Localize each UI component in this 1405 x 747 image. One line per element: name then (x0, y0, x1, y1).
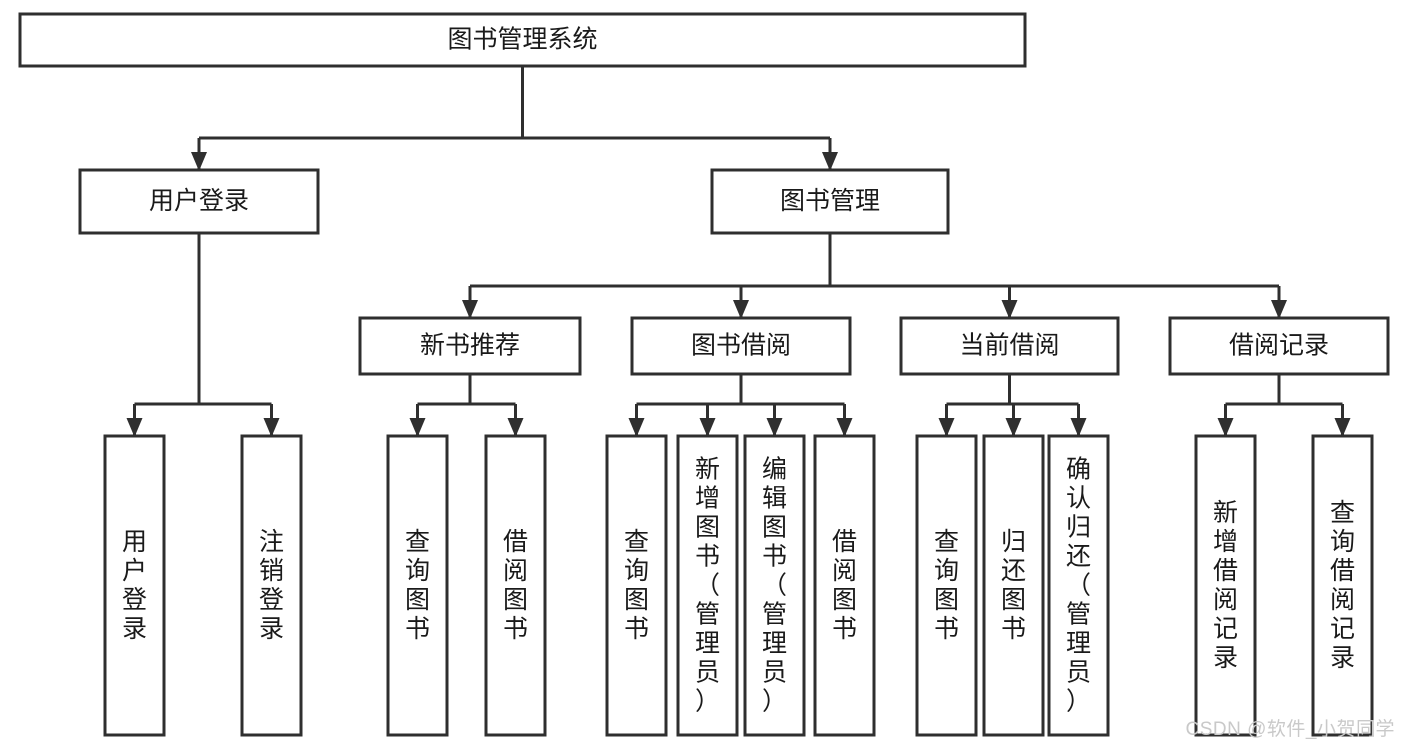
node-label-leaf-borrow-book: 借阅图书 (832, 528, 857, 643)
node-box-leaf-query-book-current (915, 434, 978, 737)
node-leaf-add-borrow-record[interactable]: 新增借阅记录 (1194, 434, 1257, 737)
node-box-leaf-borrow-book-rec (484, 434, 547, 737)
node-box-leaf-query-book-rec (386, 434, 449, 737)
node-label-root: 图书管理系统 (447, 26, 597, 54)
arrow-head-icon (126, 418, 143, 437)
node-label-current-borrow: 当前借阅 (959, 332, 1059, 360)
node-root[interactable]: 图书管理系统 (18, 12, 1027, 68)
node-book-borrow[interactable]: 图书借阅 (630, 316, 852, 376)
node-label-user-login: 用户登录 (149, 187, 249, 215)
node-label-leaf-user-login: 用户登录 (122, 528, 147, 643)
arrow-head-icon (628, 418, 645, 437)
node-box-root (18, 12, 1027, 68)
node-box-leaf-edit-book (743, 434, 806, 737)
arrow-head-icon (1070, 418, 1087, 437)
node-user-login[interactable]: 用户登录 (78, 168, 320, 235)
node-box-borrow-record (1168, 316, 1390, 376)
node-new-book-recommend[interactable]: 新书推荐 (358, 316, 582, 376)
node-label-leaf-edit-book: 编辑图书（管理员） (762, 456, 787, 716)
node-label-leaf-query-book-current: 查询图书 (934, 528, 959, 643)
node-label-leaf-query-borrow-record: 查询借阅记录 (1330, 499, 1355, 672)
arrow-head-icon (507, 418, 524, 437)
node-label-leaf-add-book: 新增图书（管理员） (695, 456, 720, 716)
node-leaf-add-book[interactable]: 新增图书（管理员） (676, 434, 739, 737)
node-current-borrow[interactable]: 当前借阅 (899, 316, 1120, 376)
arrow-head-icon (1001, 300, 1018, 319)
node-box-leaf-add-borrow-record (1194, 434, 1257, 737)
node-leaf-confirm-return[interactable]: 确认归还（管理员） (1047, 434, 1110, 737)
node-box-leaf-borrow-book (813, 434, 876, 737)
node-label-leaf-logout-login: 注销登录 (259, 528, 284, 643)
arrow-head-icon (191, 152, 207, 171)
node-layer: 图书管理系统用户登录图书管理新书推荐图书借阅当前借阅借阅记录用户登录注销登录查询… (18, 12, 1390, 737)
node-leaf-user-login[interactable]: 用户登录 (103, 434, 166, 737)
arrow-head-icon (766, 418, 783, 437)
arrow-head-icon (822, 152, 838, 171)
edge-layer (126, 66, 1351, 437)
node-borrow-record[interactable]: 借阅记录 (1168, 316, 1390, 376)
node-leaf-query-book-current[interactable]: 查询图书 (915, 434, 978, 737)
node-box-book-manage (710, 168, 950, 235)
node-label-leaf-add-borrow-record: 新增借阅记录 (1213, 499, 1238, 672)
node-box-new-book-recommend (358, 316, 582, 376)
node-leaf-borrow-book[interactable]: 借阅图书 (813, 434, 876, 737)
node-leaf-return-book[interactable]: 归还图书 (982, 434, 1045, 737)
node-box-leaf-add-book (676, 434, 739, 737)
arrow-head-icon (263, 418, 280, 437)
node-box-leaf-query-book-borrow (605, 434, 668, 737)
node-box-leaf-logout-login (240, 434, 303, 737)
node-label-leaf-query-book-rec: 查询图书 (405, 528, 430, 643)
node-label-leaf-confirm-return: 确认归还（管理员） (1066, 456, 1091, 716)
arrow-head-icon (836, 418, 853, 437)
node-box-book-borrow (630, 316, 852, 376)
node-box-leaf-confirm-return (1047, 434, 1110, 737)
node-label-leaf-borrow-book-rec: 借阅图书 (503, 528, 528, 643)
node-leaf-borrow-book-rec[interactable]: 借阅图书 (484, 434, 547, 737)
node-label-book-manage: 图书管理 (780, 187, 880, 215)
node-label-book-borrow: 图书借阅 (691, 332, 791, 360)
node-leaf-logout-login[interactable]: 注销登录 (240, 434, 303, 737)
arrow-head-icon (699, 418, 716, 437)
arrow-head-icon (733, 300, 749, 319)
arrow-head-icon (1217, 418, 1234, 437)
node-leaf-query-borrow-record[interactable]: 查询借阅记录 (1311, 434, 1374, 737)
node-leaf-query-book-borrow[interactable]: 查询图书 (605, 434, 668, 737)
node-box-user-login (78, 168, 320, 235)
node-leaf-query-book-rec[interactable]: 查询图书 (386, 434, 449, 737)
node-box-leaf-query-borrow-record (1311, 434, 1374, 737)
node-leaf-edit-book[interactable]: 编辑图书（管理员） (743, 434, 806, 737)
arrow-head-icon (1334, 418, 1351, 437)
node-label-new-book-recommend: 新书推荐 (420, 332, 520, 360)
arrow-head-icon (409, 418, 426, 437)
node-box-leaf-user-login (103, 434, 166, 737)
node-label-leaf-query-book-borrow: 查询图书 (624, 528, 649, 643)
arrow-head-icon (1271, 300, 1287, 319)
node-label-borrow-record: 借阅记录 (1229, 332, 1329, 360)
node-book-manage[interactable]: 图书管理 (710, 168, 950, 235)
node-box-leaf-return-book (982, 434, 1045, 737)
arrow-head-icon (1005, 418, 1022, 437)
node-label-leaf-return-book: 归还图书 (1001, 528, 1026, 643)
node-box-current-borrow (899, 316, 1120, 376)
arrow-head-icon (462, 300, 478, 319)
arrow-head-icon (938, 418, 955, 437)
